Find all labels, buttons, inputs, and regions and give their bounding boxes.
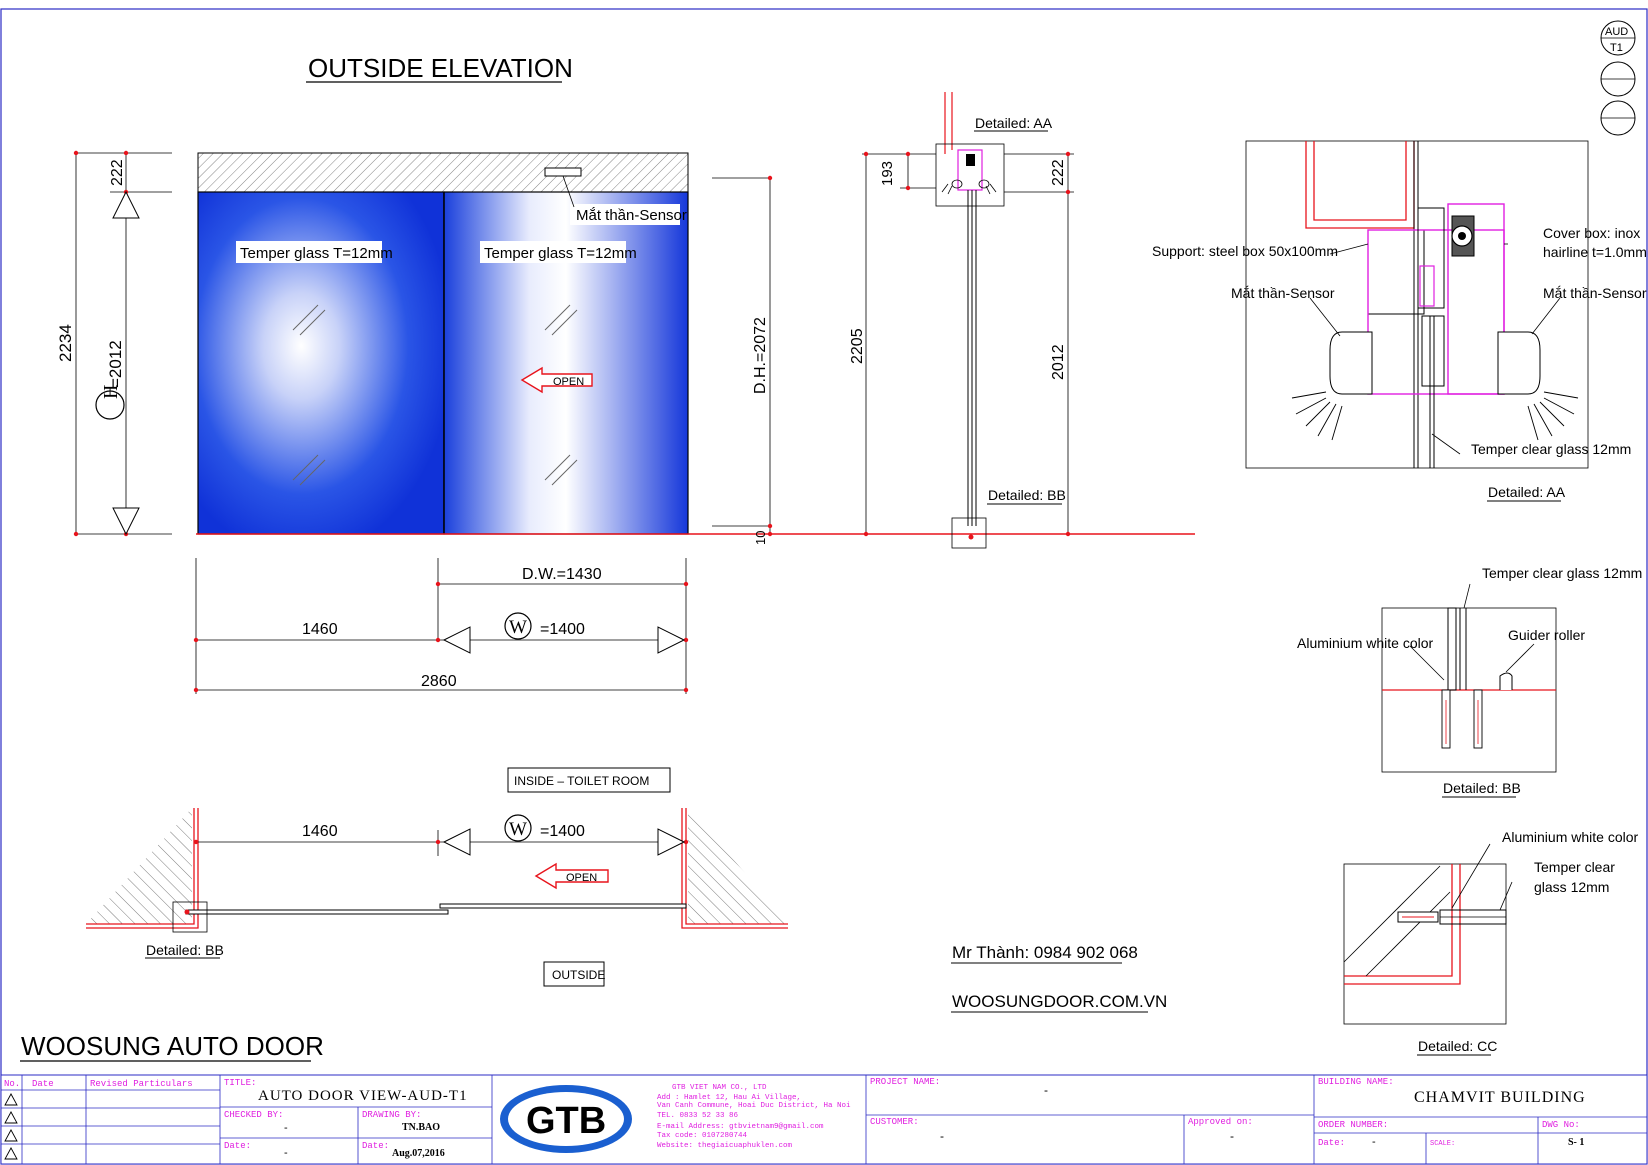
sensor-box [544,167,582,177]
drawing-value: TN.BAO [402,1122,440,1133]
dim-w-value: =1400 [540,621,585,638]
sensor-label: Mắt thần-Sensor [576,207,687,224]
revision-triangles [4,1093,18,1160]
drawing-label: DRAWING BY: [362,1110,421,1120]
building-label: BUILDING NAME: [1318,1077,1394,1087]
building-value: CHAMVIT BUILDING [1414,1089,1586,1106]
company-tax: Tax code: 0107280744 [657,1132,748,1140]
svg-text:AUD: AUD [1605,26,1628,38]
plan-dim-left: 1460 [302,823,338,840]
company-heading: WOOSUNG AUTO DOOR [21,1031,324,1061]
approved-label: Approved on: [1188,1117,1253,1127]
detail-aa: Support: steel box 50x100mm Cover box: i… [1152,140,1647,502]
svg-text:OPEN: OPEN [553,376,584,388]
website: WOOSUNGDOOR.COM.VN [952,992,1167,1011]
approved-value: - [1230,1129,1234,1143]
date-label-2: Date: [362,1141,389,1151]
inside-label: INSIDE – TOILET ROOM [514,774,649,788]
company-address-1: Add : Hamlet 12, Hau Ai Village, [657,1094,801,1102]
dim-h-value: =2012 [106,340,125,388]
glass-label-right: Temper glass T=12mm [484,245,637,262]
cc-glass-label-2: glass 12mm [1534,879,1609,895]
bb-glass-label: Temper clear glass 12mm [1482,565,1642,581]
aa-cover-label-1: Cover box: inox [1543,225,1640,241]
section-detail-aa: Detailed: AA [975,115,1053,131]
plan-detail-bb: Detailed: BB [146,942,224,958]
dwg-label: DWG No: [1542,1120,1580,1130]
customer-label: CUSTOMER: [870,1117,919,1127]
dwg-value: S- 1 [1568,1137,1584,1148]
dim-overall: 2860 [421,673,457,690]
detail-bb: Temper clear glass 12mm Aluminium white … [1297,565,1642,798]
date-value-1: - [284,1147,288,1159]
plan-open-arrow: OPEN [534,862,609,890]
company-name: GTB VIET NAM CO., LTD [672,1084,767,1092]
scale-label: SCALE: [1430,1140,1455,1148]
revision-symbols: AUD T1 [1600,20,1636,136]
side-section: Detailed: AA Detailed: BB 193 222 2205 2… [849,92,1074,549]
aa-sensor-right: Mắt thần-Sensor [1543,285,1647,301]
outside-label: OUTSIDE [552,968,605,982]
cc-aluminium-label: Aluminium white color [1502,829,1638,845]
dim-total: 2234 [56,324,75,362]
title-label: TITLE: [224,1078,256,1088]
plan-view: INSIDE – TOILET ROOM OUTSIDE 1460 W =140… [86,767,790,987]
gtb-logo: GTB [500,1085,632,1153]
cc-glass-label-1: Temper clear [1534,859,1615,875]
cc-caption: Detailed: CC [1418,1038,1497,1054]
plan-dim-w-symbol: W [509,819,527,840]
dim-w-symbol: W [509,617,527,638]
dim-193: 193 [879,161,896,186]
door-header [197,152,689,193]
date-label-1: Date: [224,1141,251,1151]
section-detail-bb: Detailed: BB [988,487,1066,503]
dim-top: 222 [109,159,126,186]
dim-2205: 2205 [849,328,866,364]
elevation-title: OUTSIDE ELEVATION [308,53,573,83]
aa-caption: Detailed: AA [1488,484,1566,500]
dim-dw: D.W.=1430 [522,566,602,583]
dim-2012: 2012 [1050,344,1067,380]
project-label: PROJECT NAME: [870,1077,940,1087]
order-label: ORDER NUMBER: [1318,1120,1388,1130]
plan-dim-w-value: =1400 [540,823,585,840]
date-label-3: Date: [1318,1138,1345,1148]
aa-support-label: Support: steel box 50x100mm [1152,243,1338,259]
company-web: Website: thegiaicuaphuklen.com [657,1142,793,1150]
title-block: No. Date Revised Particulars TITLE: AUTO… [0,1074,1648,1165]
detail-cc: Aluminium white color Temper clear glass… [1343,829,1638,1056]
company-address-2: Van Canh Commune, Hoai Duc District, Ha … [657,1102,851,1110]
bb-roller-label: Guider roller [1508,627,1585,643]
customer-value: - [940,1129,944,1143]
date-value-3: - [1372,1136,1376,1148]
aa-cover-label-2: hairline t=1.0mm [1543,244,1647,260]
dim-floor: 10 [753,531,768,545]
svg-text:T1: T1 [1610,42,1623,54]
checked-label: CHECKED BY: [224,1110,283,1120]
project-value: - [1044,1083,1048,1097]
checked-value: - [284,1122,288,1134]
dim-dh: D.H.=2072 [752,317,769,394]
bb-aluminium-label: Aluminium white color [1297,635,1433,651]
rev-header-date: Date [32,1079,54,1089]
bb-caption: Detailed: BB [1443,780,1521,796]
contact-phone: Mr Thành: 0984 902 068 [952,943,1138,962]
svg-text:OPEN: OPEN [566,872,597,884]
open-arrow: OPEN [520,366,593,394]
dim-h-symbol: H [100,385,122,399]
dim-222: 222 [1050,159,1067,186]
date-value-2: Aug.07,2016 [392,1148,445,1159]
title-value: AUTO DOOR VIEW-AUD-T1 [258,1088,468,1104]
dim-left: 1460 [302,621,338,638]
rev-header-particulars: Revised Particulars [90,1079,193,1089]
company-email: E-mail Address: gtbvietnam9@gmail.com [657,1123,824,1131]
aa-sensor-left: Mắt thần-Sensor [1231,285,1335,301]
aa-glass-label: Temper clear glass 12mm [1471,441,1631,457]
glass-label-left: Temper glass T=12mm [240,245,393,262]
company-tel: TEL. 0833 52 33 86 [657,1112,739,1120]
rev-header-no: No. [4,1079,20,1089]
outside-elevation: OUTSIDE ELEVATION Temper glass T=12mm Te… [56,53,1195,694]
svg-text:GTB: GTB [526,1100,606,1142]
